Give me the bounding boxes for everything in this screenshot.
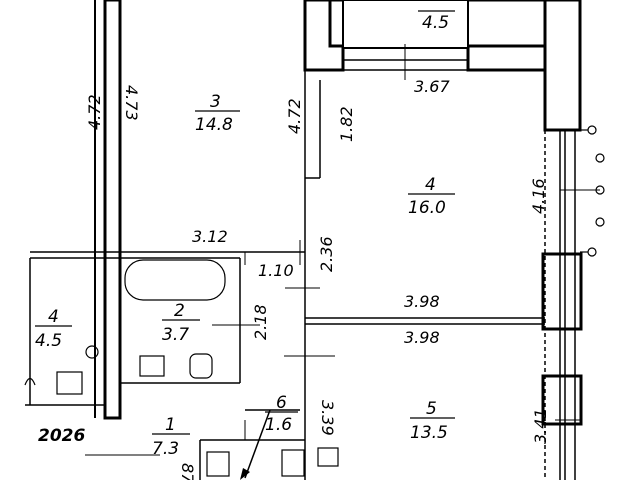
partitions xyxy=(25,59,576,480)
sink-1 xyxy=(139,355,165,377)
top-area-box xyxy=(342,0,469,49)
room-6-area: 1.6 xyxy=(265,415,292,435)
right-column xyxy=(543,0,582,132)
walls xyxy=(103,0,583,426)
dim-d12: 3.98 xyxy=(404,328,440,347)
arrow-head xyxy=(240,468,250,480)
bathtub xyxy=(124,259,226,301)
dim-d2: 4.73 xyxy=(122,85,141,121)
dim-d13: 3.41 xyxy=(531,408,550,444)
room-3-area: 14.8 xyxy=(195,115,233,135)
dim-d5: 3.67 xyxy=(414,77,450,96)
dim-d15: 87 xyxy=(178,463,197,480)
room-2-area: 3.7 xyxy=(162,325,189,345)
room-5-area: 13.5 xyxy=(410,423,448,443)
dim-d8: 2.36 xyxy=(317,236,336,272)
sink-2 xyxy=(56,371,83,395)
room-6-id: 6 xyxy=(276,393,287,413)
dim-d3: 4.72 xyxy=(285,98,304,134)
dim-d10: 3.98 xyxy=(404,292,440,311)
sink-3 xyxy=(206,451,230,477)
room-5-id: 5 xyxy=(426,399,437,419)
sink-4 xyxy=(281,449,305,477)
fixtures xyxy=(24,259,339,477)
room-2-id: 2 xyxy=(174,301,185,321)
room-4b-area: 4.5 xyxy=(35,331,62,351)
dim-d7: 3.12 xyxy=(192,227,228,246)
dim-d1: 4.72 xyxy=(85,94,104,130)
stove xyxy=(317,447,339,467)
year-label: 2026 xyxy=(38,426,85,446)
toilet-1 xyxy=(189,353,213,379)
dimension-lines xyxy=(85,44,600,456)
arrow-line xyxy=(244,409,271,479)
left-wall-1 xyxy=(103,0,122,420)
room-4b-id: 4 xyxy=(48,307,59,327)
dim-d4: 1.82 xyxy=(337,106,356,142)
toilet-2 xyxy=(85,345,99,359)
room-4-area: 16.0 xyxy=(408,198,446,218)
room-1-id: 1 xyxy=(165,415,176,435)
dim-d11: 2.18 xyxy=(251,304,270,340)
room-3-id: 3 xyxy=(210,92,221,112)
dim-d6: 4.16 xyxy=(529,178,548,214)
room-1-area: 7.3 xyxy=(152,439,179,459)
window-markers xyxy=(580,125,605,257)
room-4-id: 4 xyxy=(425,175,436,195)
top-room-area: 4.5 xyxy=(422,13,449,33)
door-arc-1 xyxy=(24,377,36,386)
dim-d9: 1.10 xyxy=(258,261,294,280)
dim-d14: 3.39 xyxy=(318,400,337,436)
